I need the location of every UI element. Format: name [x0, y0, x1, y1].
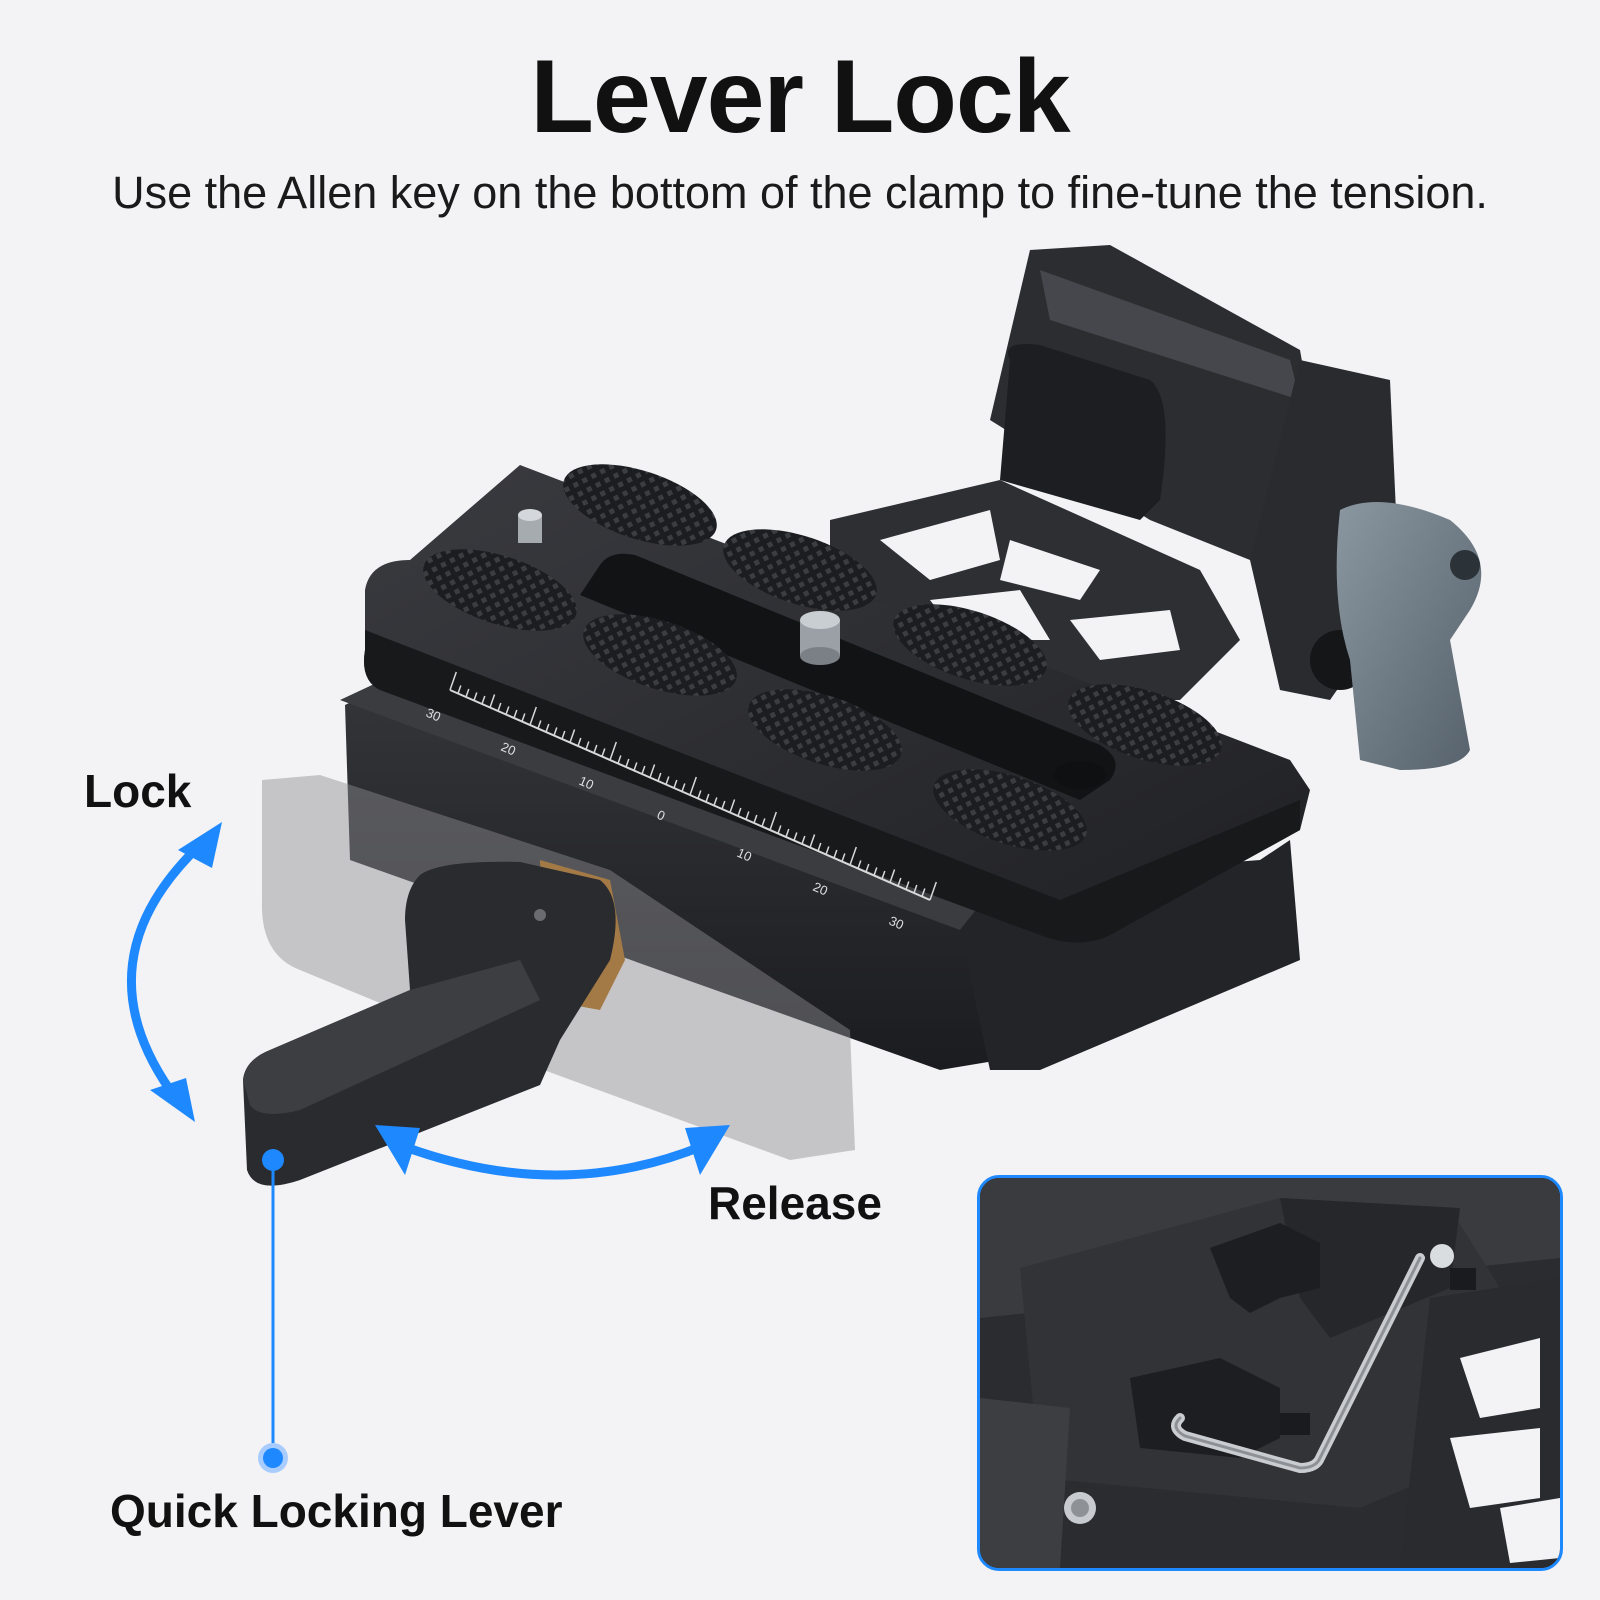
scale-tick	[841, 853, 846, 862]
scale-tick	[745, 811, 750, 820]
scale-tick	[521, 713, 526, 722]
allen-key-detail-illustration	[980, 1178, 1560, 1568]
scale-tick	[505, 706, 510, 715]
scale-tick	[801, 835, 806, 845]
scale-tick	[665, 776, 670, 785]
scale-tick	[729, 799, 736, 813]
scale-tick	[697, 790, 702, 799]
measurement-scale: 30 20 10 0 10 20 30	[424, 671, 938, 932]
scale-tick	[617, 755, 622, 764]
scale-tick	[489, 694, 496, 708]
locating-pin-icon	[518, 509, 542, 543]
scale-tick	[641, 765, 646, 775]
scale-tick	[857, 860, 862, 869]
lock-label: Lock	[84, 765, 192, 817]
scale-tick	[465, 688, 470, 698]
scale-tick	[553, 727, 558, 736]
scale-tick	[649, 764, 656, 778]
scale-tick	[777, 825, 782, 834]
arca-plate	[364, 464, 1310, 943]
scale-tick	[609, 741, 618, 761]
page-subtitle: Use the Allen key on the bottom of the c…	[112, 167, 1488, 218]
scale-tick	[833, 849, 838, 859]
scale-tick	[921, 888, 926, 897]
quick-locking-lever[interactable]	[243, 860, 625, 1186]
scale-tick	[849, 846, 858, 866]
scale-tick	[561, 730, 566, 740]
scale-tick	[481, 695, 486, 705]
grip-pads	[423, 464, 1222, 851]
lever-label: Quick Locking Lever	[110, 1485, 563, 1537]
scale-tick	[769, 811, 778, 831]
scale-label-5: 20	[811, 879, 830, 898]
scale-tick	[545, 723, 550, 733]
scale-tick	[681, 783, 686, 792]
scale-tick	[873, 867, 878, 876]
scale-tick	[913, 884, 918, 894]
scale-tick	[577, 737, 582, 747]
scale-tick	[865, 863, 870, 873]
scale-tick	[625, 758, 630, 768]
page-title: Lever Lock	[530, 39, 1070, 155]
lock-direction-arrow-icon	[126, 822, 222, 1122]
scale-tick	[889, 869, 896, 883]
scale-tick	[929, 881, 938, 901]
scale-tick	[897, 877, 902, 887]
scale-tick	[689, 776, 698, 796]
allen-key-detail-inset	[977, 1175, 1563, 1571]
scale-tick	[705, 793, 710, 803]
scale-tick	[881, 870, 886, 880]
scale-tick	[457, 685, 462, 694]
release-direction-arrow-icon	[375, 1125, 730, 1180]
scale-tick	[753, 814, 758, 824]
scale-tick	[809, 834, 816, 848]
scale-tick	[633, 762, 638, 771]
scale-label-0: 30	[424, 705, 443, 724]
scale-tick	[713, 797, 718, 806]
scale-tick	[817, 842, 822, 852]
scale-label-1: 20	[499, 739, 518, 758]
scale-label-2: 10	[577, 773, 596, 792]
scale-tick	[657, 772, 662, 782]
scale-label-4: 10	[735, 845, 754, 864]
scale-tick	[449, 671, 458, 691]
scale-tick	[593, 744, 598, 754]
scale-tick	[761, 818, 766, 827]
scale-tick	[585, 741, 590, 750]
release-label: Release	[708, 1177, 882, 1229]
scale-tick	[473, 692, 478, 701]
side-knob-icon	[1336, 502, 1482, 770]
scale-tick	[825, 846, 830, 855]
scale-tick	[513, 709, 518, 719]
scale-tick	[673, 779, 678, 789]
scale-tick	[905, 881, 910, 890]
scale-tick	[497, 702, 502, 712]
lever-callout	[258, 1149, 288, 1473]
scale-tick	[529, 706, 538, 726]
scale-label-6: 30	[887, 913, 906, 932]
scale-tick	[569, 729, 576, 743]
scale-tick	[793, 832, 798, 841]
scale-tick	[537, 720, 542, 729]
scale-tick	[601, 748, 606, 757]
scale-tick	[721, 800, 726, 810]
scale-tick	[737, 807, 742, 817]
scale-tick	[785, 828, 790, 838]
mounting-screw-icon	[800, 611, 840, 665]
